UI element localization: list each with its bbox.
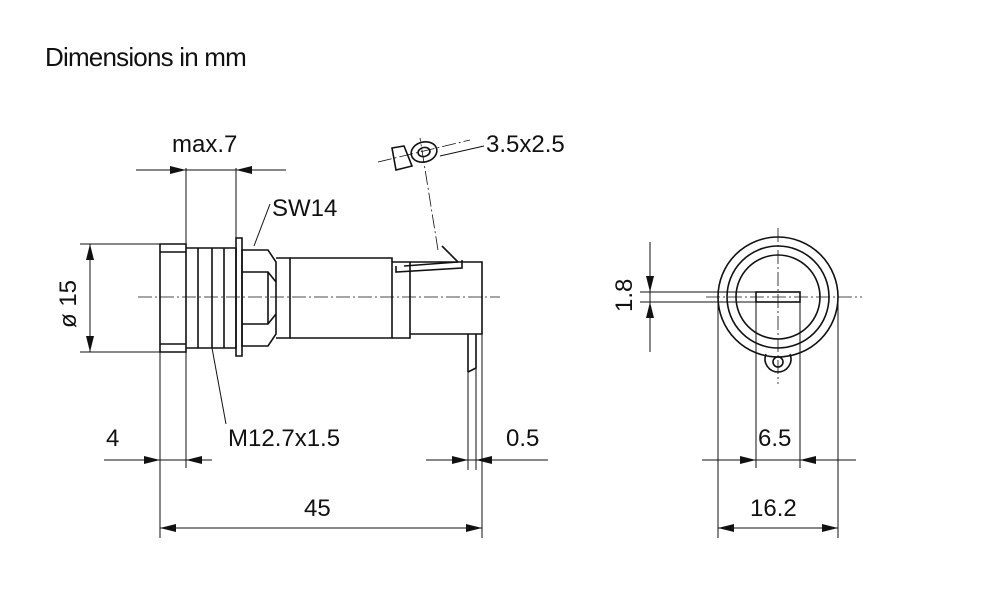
thread-section	[276, 257, 291, 339]
page-title: Dimensions in mm	[45, 42, 247, 72]
label-cap-length: 4	[106, 425, 119, 452]
label-body-width: 16.2	[750, 495, 797, 522]
label-slot-width: 6.5	[758, 425, 791, 452]
front-view: 1.8 6.5 16.2	[611, 228, 862, 538]
dim-cap-length: 4	[104, 352, 212, 538]
knurled-body	[186, 247, 237, 349]
terminal-hole-detail: 3.5x2.5	[377, 131, 565, 251]
hex-nut	[241, 249, 277, 347]
dim-total-length: 45	[160, 495, 482, 532]
cap-outline	[159, 243, 187, 353]
label-thread: M12.7x1.5	[228, 425, 340, 452]
label-diameter: ø 15	[55, 280, 82, 328]
label-slot-height: 1.8	[611, 279, 638, 312]
dim-body-width: 16.2	[717, 297, 839, 538]
top-terminal-lug	[395, 245, 463, 273]
housing-tube	[290, 257, 393, 339]
dim-max-depth: max.7	[136, 131, 286, 244]
label-max-depth: max.7	[172, 131, 237, 158]
label-total-length: 45	[304, 495, 331, 522]
label-terminal-hole: 3.5x2.5	[486, 131, 565, 158]
dim-slot-height: 1.8	[611, 242, 756, 352]
label-terminal-thickness: 0.5	[506, 425, 539, 452]
dim-sw14: SW14	[253, 195, 337, 247]
rear-housing	[392, 261, 483, 339]
label-sw14: SW14	[272, 195, 337, 222]
dim-diameter: ø 15	[55, 243, 160, 353]
dim-slot-width: 6.5	[702, 302, 856, 468]
flange	[235, 237, 243, 357]
dim-terminal-thickness: 0.5	[426, 425, 548, 464]
dim-thread: M12.7x1.5	[211, 347, 340, 452]
bottom-terminal-pin	[467, 334, 477, 373]
side-view: 3.5x2.5 max.7 SW14 ø 15 M12.7x1.5	[55, 131, 565, 538]
